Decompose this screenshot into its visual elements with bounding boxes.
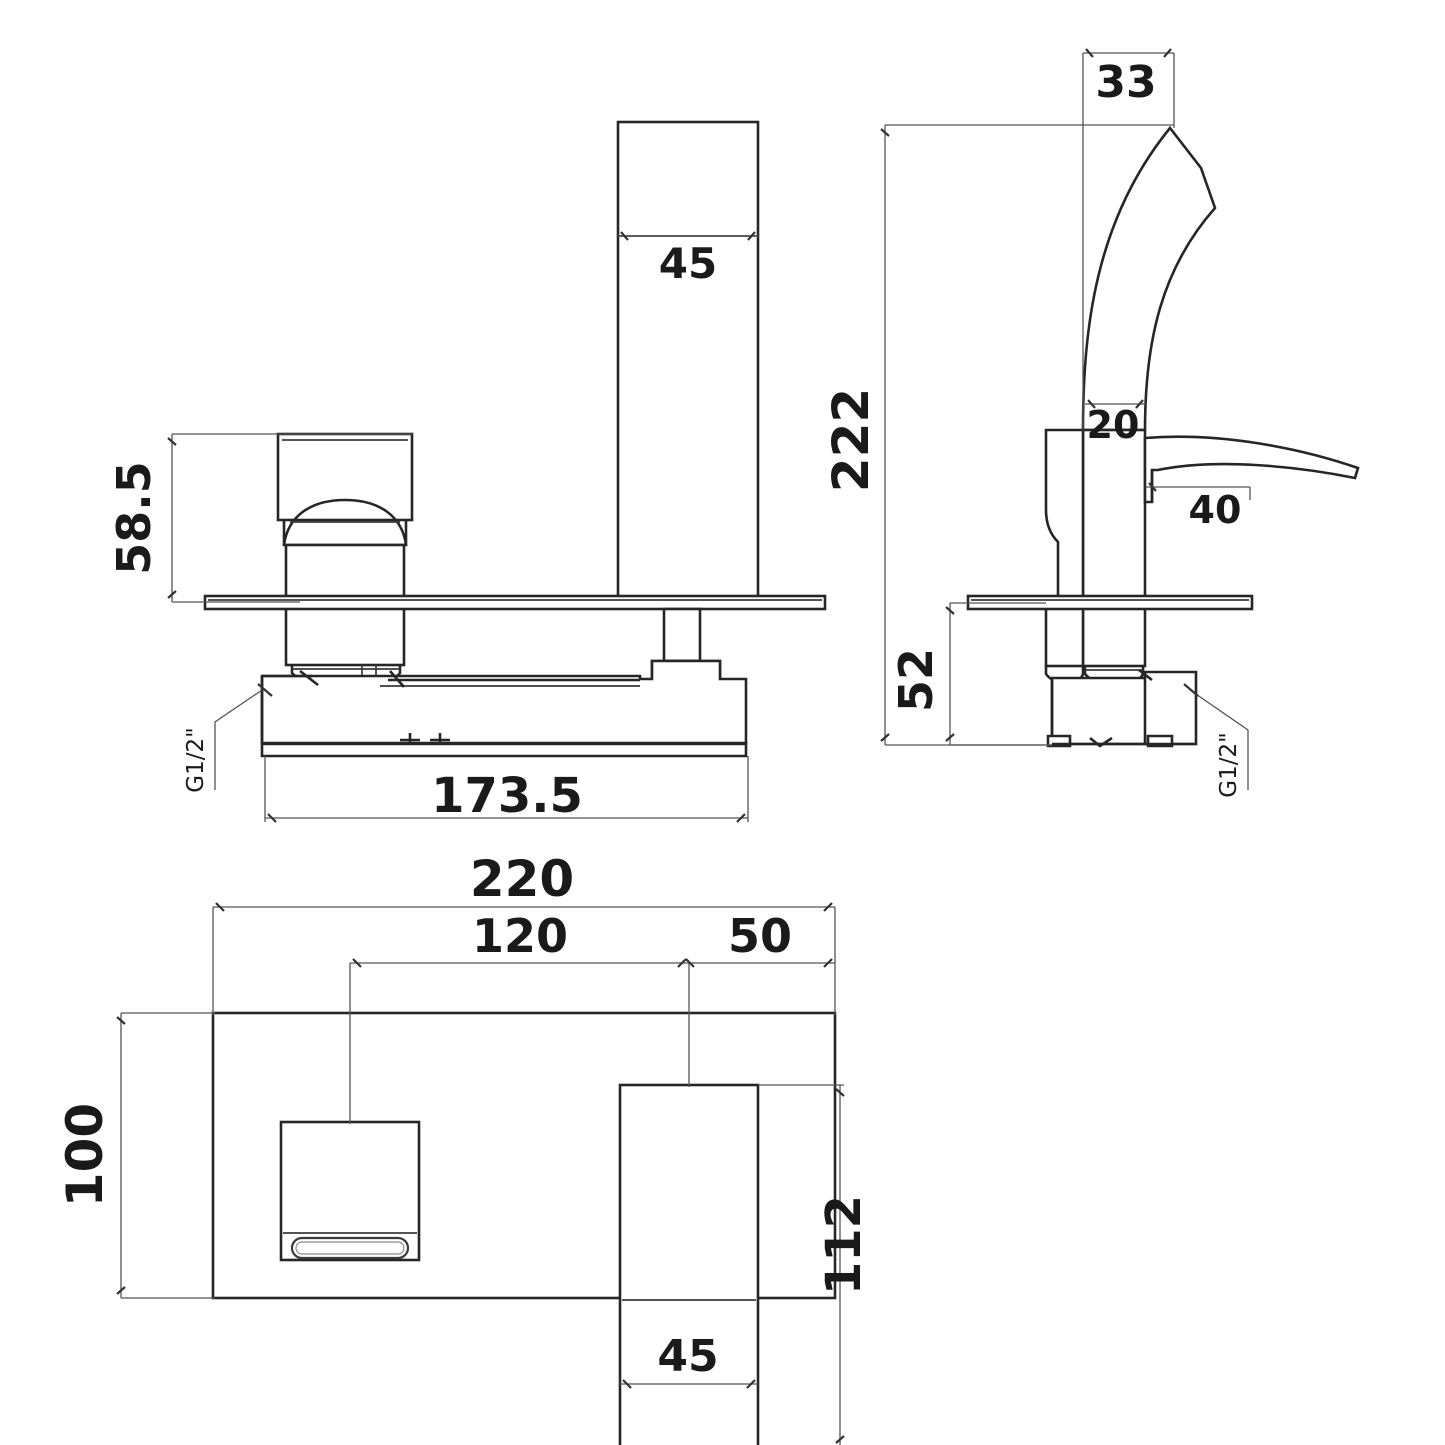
front-spout-column	[616, 120, 760, 602]
plan-spout-rect	[618, 1083, 760, 1445]
dim-plan-spout-projection: 112	[758, 1084, 872, 1445]
dim-label-45-front: 45	[659, 239, 717, 288]
side-spout-curve	[1081, 125, 1217, 432]
label-g-half-inch-left: G1/2"	[183, 727, 209, 792]
dim-label-220: 220	[470, 850, 574, 908]
dim-label-222: 222	[822, 388, 880, 492]
dim-side-total-height: 222	[822, 124, 1174, 746]
dim-side-lever-offset: 40	[1146, 482, 1251, 532]
dim-plan-spout-to-edge: 50	[685, 909, 835, 968]
dim-front-body-length: 173.5	[264, 756, 749, 824]
annotation-g-half-inch-right: G1/2"	[1183, 683, 1249, 798]
side-elevation-view: 33 222 20 40	[822, 48, 1360, 798]
dim-plan-handle-to-spout: 120	[349, 909, 690, 1124]
dim-plan-plate-width: 220	[212, 850, 836, 1015]
dim-label-50: 50	[728, 909, 792, 963]
dim-side-below-deck-height: 52	[889, 602, 1052, 746]
dim-label-112: 112	[816, 1195, 872, 1295]
plan-handle-block	[279, 1120, 421, 1262]
dim-label-173-5: 173.5	[431, 768, 583, 824]
side-spout-base	[1081, 428, 1147, 684]
dim-plan-spout-width: 45	[620, 1331, 758, 1389]
dim-side-spout-tip-width: 33	[1082, 48, 1175, 430]
annotation-g-half-inch-left: G1/2"	[183, 683, 273, 793]
side-body-column	[1044, 428, 1085, 684]
dim-label-33: 33	[1095, 57, 1156, 108]
dim-label-120: 120	[472, 909, 568, 963]
plan-view: 220 120 50 100	[56, 850, 872, 1445]
dim-label-40: 40	[1189, 488, 1242, 532]
dim-label-100: 100	[56, 1103, 114, 1207]
dim-plan-plate-depth: 100	[56, 1012, 215, 1299]
dim-front-spout-width: 45	[618, 231, 758, 288]
front-handle-assembly	[276, 432, 414, 683]
side-below-deck-body	[1046, 668, 1198, 748]
front-body-block	[260, 659, 748, 758]
dim-label-58-5: 58.5	[107, 461, 161, 575]
dim-front-handle-height: 58.5	[107, 433, 412, 603]
dim-label-20: 20	[1087, 403, 1140, 447]
side-deck-plate	[966, 594, 1254, 611]
dim-side-spout-neck-width: 20	[1085, 399, 1146, 447]
label-g-half-inch-right: G1/2"	[1216, 732, 1242, 797]
dim-label-45-plan: 45	[657, 1331, 718, 1382]
dim-label-52: 52	[889, 648, 943, 712]
side-lever-handle	[1143, 435, 1360, 504]
front-elevation-view: 45 58.5 173.5 G1/2"	[107, 120, 827, 824]
